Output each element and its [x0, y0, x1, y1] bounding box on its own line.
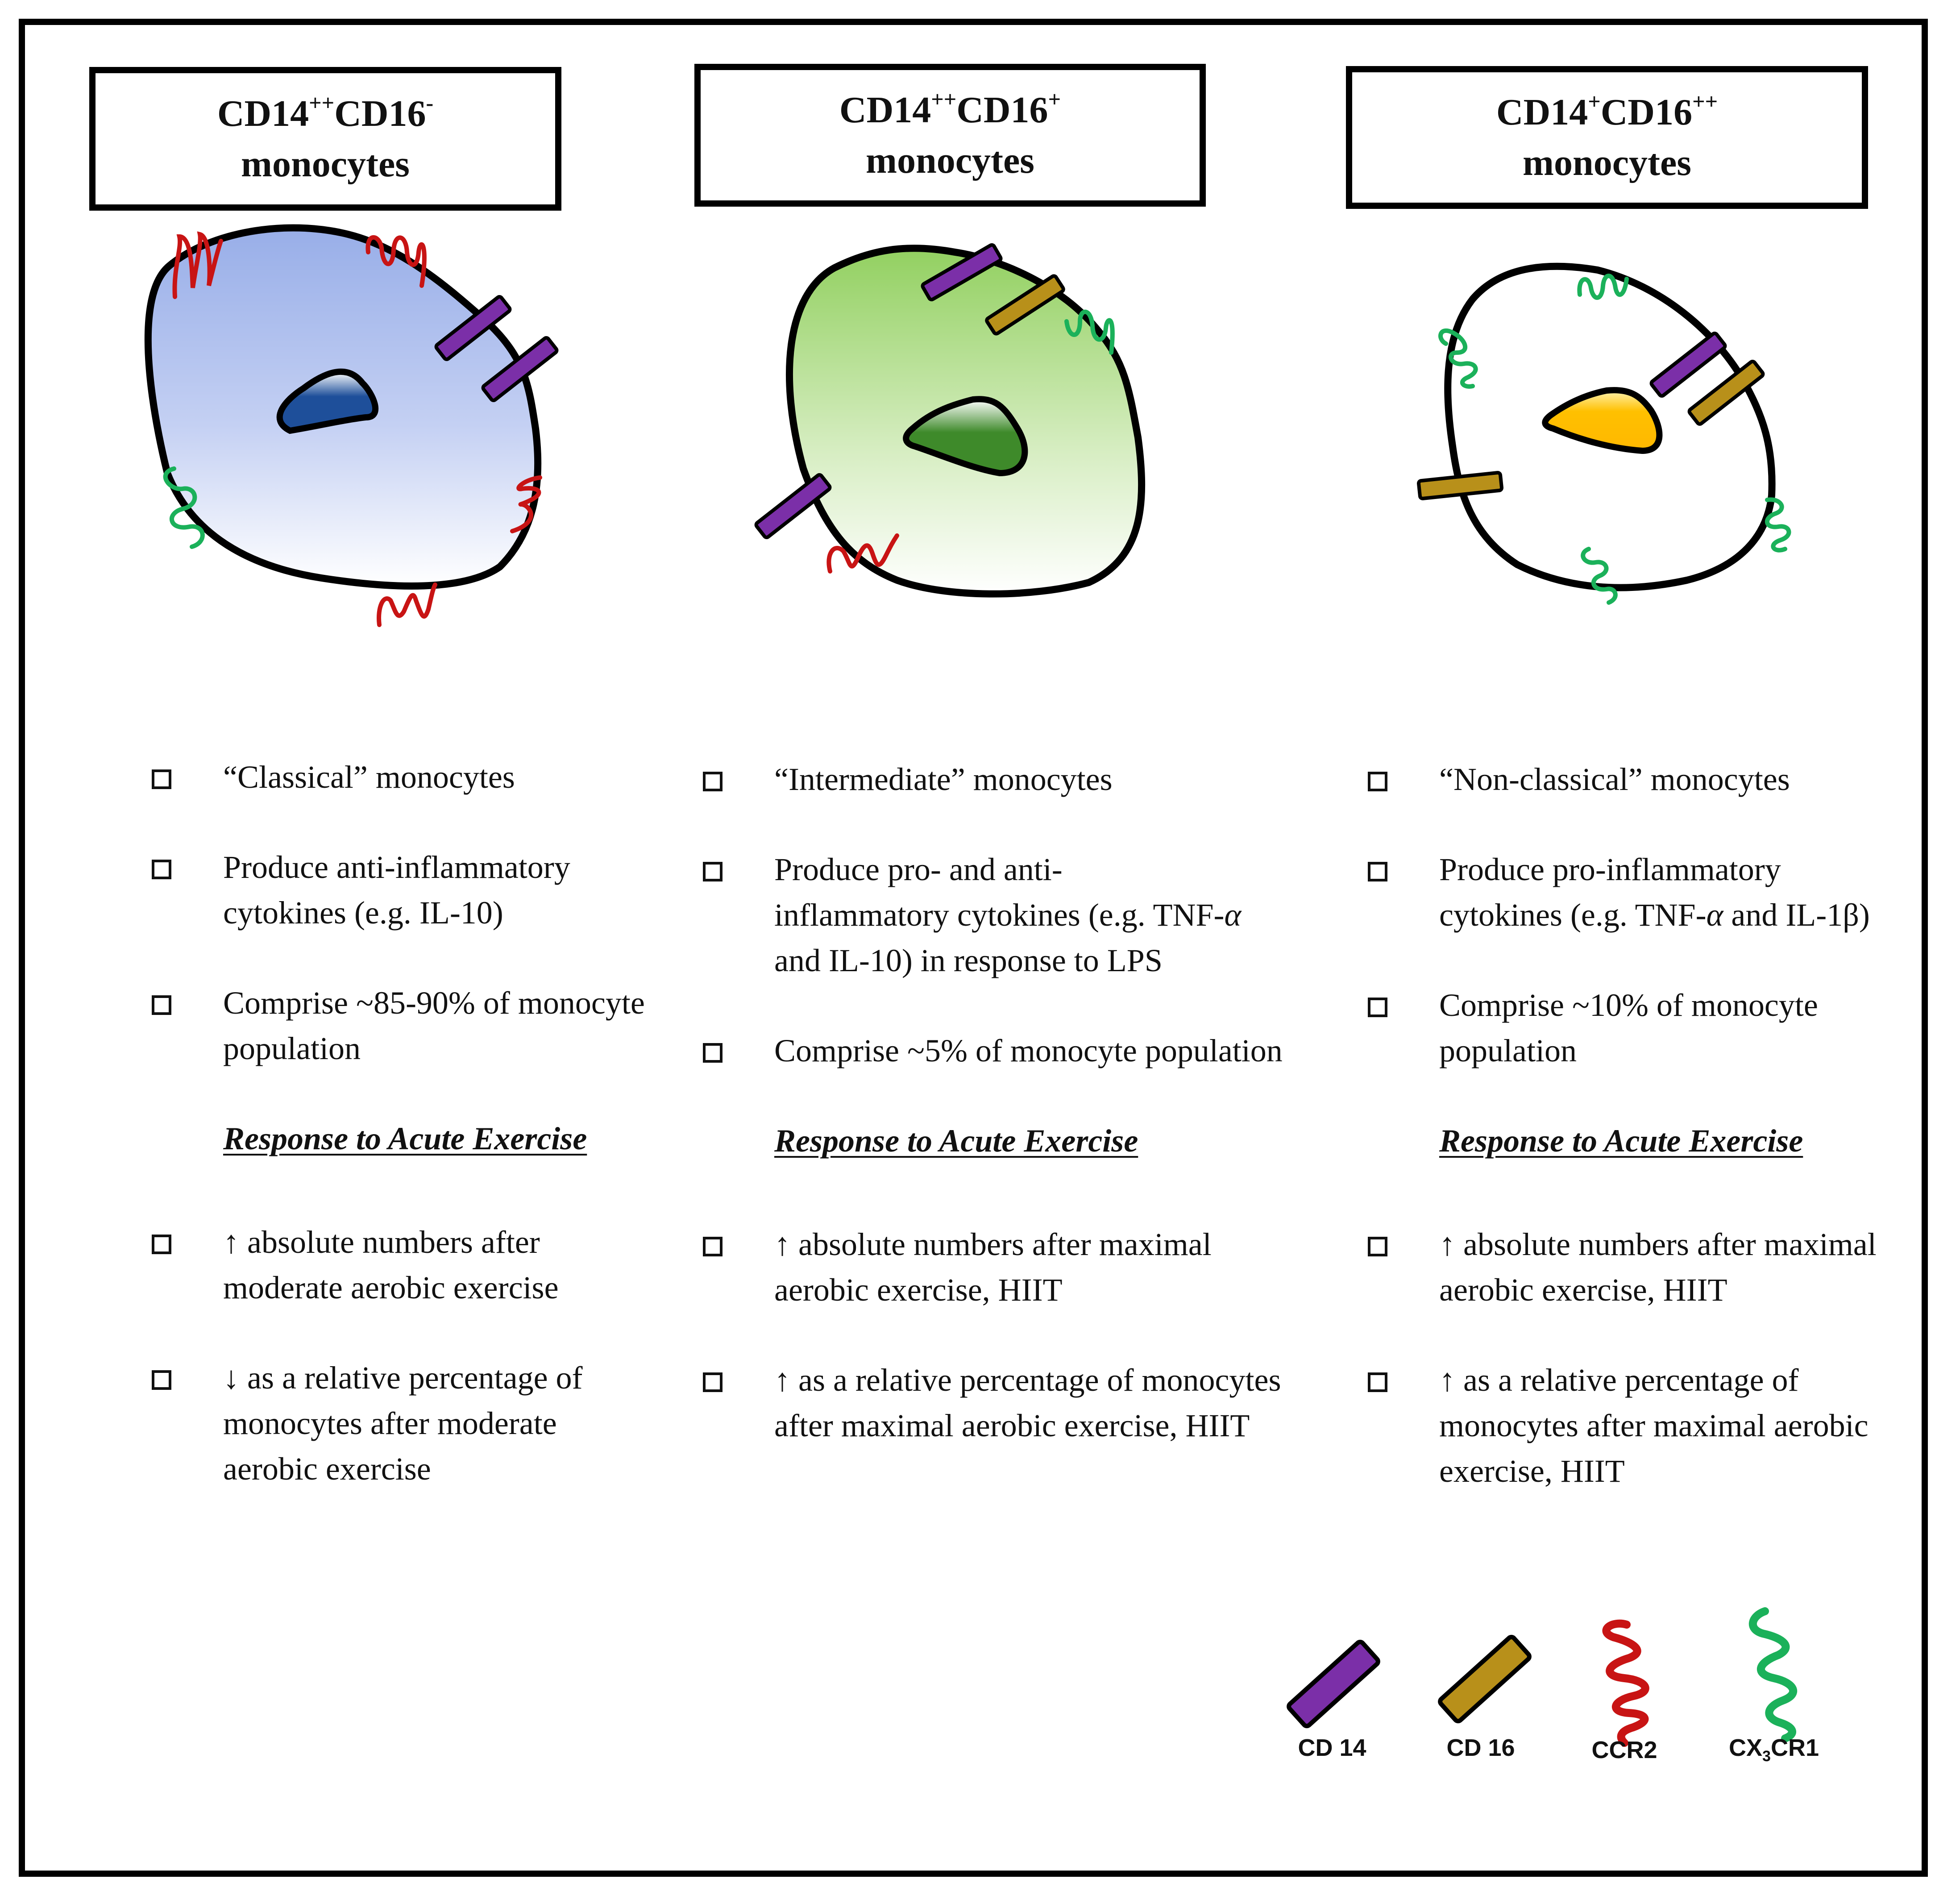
cell-intermediate [754, 243, 1146, 598]
checkbox-icon [1368, 1237, 1387, 1256]
checkbox-icon [152, 995, 171, 1015]
checkbox-icon [703, 1237, 723, 1256]
column-intermediate: “Intermediate” monocytes Produce pro- an… [703, 757, 1292, 1493]
legend-cd14-icon [1287, 1639, 1380, 1729]
checkbox-icon [152, 1370, 171, 1390]
cell-classical-nucleus [276, 368, 378, 434]
prop-item: Produce anti-inflammatory cytokines (e.g… [152, 844, 656, 935]
checkbox-icon [703, 862, 723, 881]
cx3cr1-receptor [163, 466, 205, 549]
prop-item: Produce pro- and anti-inflammatory cytok… [703, 847, 1292, 983]
response-item: ↑ absolute numbers after maximal aerobic… [703, 1222, 1292, 1313]
header-nonclassical-line2: monocytes [1523, 142, 1691, 183]
legend-cd14-label: CD 14 [1298, 1734, 1366, 1761]
prop-item: “Classical” monocytes [152, 754, 656, 800]
header-intermediate-line1: CD14++CD16+ [839, 86, 1061, 131]
checkbox-icon [152, 1235, 171, 1254]
response-item: ↑ as a relative percentage of monocytes … [703, 1357, 1292, 1448]
checkbox-icon [1368, 998, 1387, 1017]
response-title: Response to Acute Exercise [223, 1121, 587, 1156]
checkbox-icon [1368, 772, 1387, 791]
legend-cd16-label: CD 16 [1446, 1734, 1515, 1761]
cell-classical [144, 224, 559, 627]
cx3cr1-receptor [1438, 274, 1791, 605]
column-nonclassical: “Non-classical” monocytes Produce pro-in… [1368, 757, 1903, 1538]
ccr2-receptor [826, 533, 899, 574]
cd14-receptor [1649, 332, 1727, 398]
header-classical-line1: CD14++CD16- [217, 90, 434, 134]
prop-item: “Non-classical” monocytes [1368, 757, 1903, 802]
prop-item: Comprise ~85-90% of monocyte population [152, 980, 656, 1071]
cell-nonclassical-nucleus [1542, 387, 1663, 454]
checkbox-icon [703, 1043, 723, 1063]
ccr2-receptor [172, 231, 542, 627]
response-title: Response to Acute Exercise [774, 1123, 1138, 1159]
column-classical: “Classical” monocytes Produce anti-infla… [152, 754, 656, 1536]
response-item: ↑ absolute numbers after maximal aerobic… [1368, 1222, 1903, 1313]
response-item: ↑ as a relative percentage of monocytes … [1368, 1357, 1903, 1494]
legend-ccr2-icon [1602, 1619, 1649, 1747]
header-intermediate-line2: monocytes [866, 140, 1034, 181]
prop-item: Comprise ~5% of monocyte population [703, 1028, 1292, 1073]
header-classical: CD14++CD16- monocytes [89, 67, 561, 211]
checkbox-icon [1368, 1372, 1387, 1392]
legend-cd16-icon [1438, 1634, 1532, 1724]
checkbox-icon [703, 772, 723, 791]
response-item: ↓ as a relative percentage of monocytes … [152, 1355, 656, 1492]
checkbox-icon [152, 860, 171, 879]
response-item: ↑ absolute numbers after moderate aerobi… [152, 1219, 656, 1310]
cd16-receptor [1417, 360, 1765, 500]
prop-item: Comprise ~10% of monocyte population [1368, 982, 1903, 1073]
header-classical-line2: monocytes [241, 143, 410, 185]
prop-item: Produce pro-inflammatory cytokines (e.g.… [1368, 847, 1903, 938]
checkbox-icon [703, 1372, 723, 1392]
cell-nonclassical [1417, 262, 1791, 605]
response-title: Response to Acute Exercise [1439, 1123, 1803, 1159]
cd16-receptor [985, 274, 1065, 336]
header-nonclassical: CD14+CD16++ monocytes [1346, 66, 1868, 209]
cd14-receptor [754, 243, 1003, 539]
checkbox-icon [152, 769, 171, 789]
checkbox-icon [1368, 862, 1387, 881]
cd14-receptor [434, 295, 559, 402]
legend-cx3cr1-label: CX3CR1 [1729, 1734, 1819, 1765]
cell-intermediate-nucleus [903, 396, 1028, 477]
header-intermediate: CD14++CD16+ monocytes [694, 64, 1206, 207]
figure-frame [19, 19, 1928, 1877]
legend-ccr2-label: CCR2 [1591, 1737, 1657, 1763]
legend-cx3cr1-icon [1749, 1607, 1798, 1742]
header-nonclassical-line1: CD14+CD16++ [1496, 88, 1718, 133]
cx3cr1-receptor [1064, 309, 1115, 355]
prop-item: “Intermediate” monocytes [703, 757, 1292, 802]
